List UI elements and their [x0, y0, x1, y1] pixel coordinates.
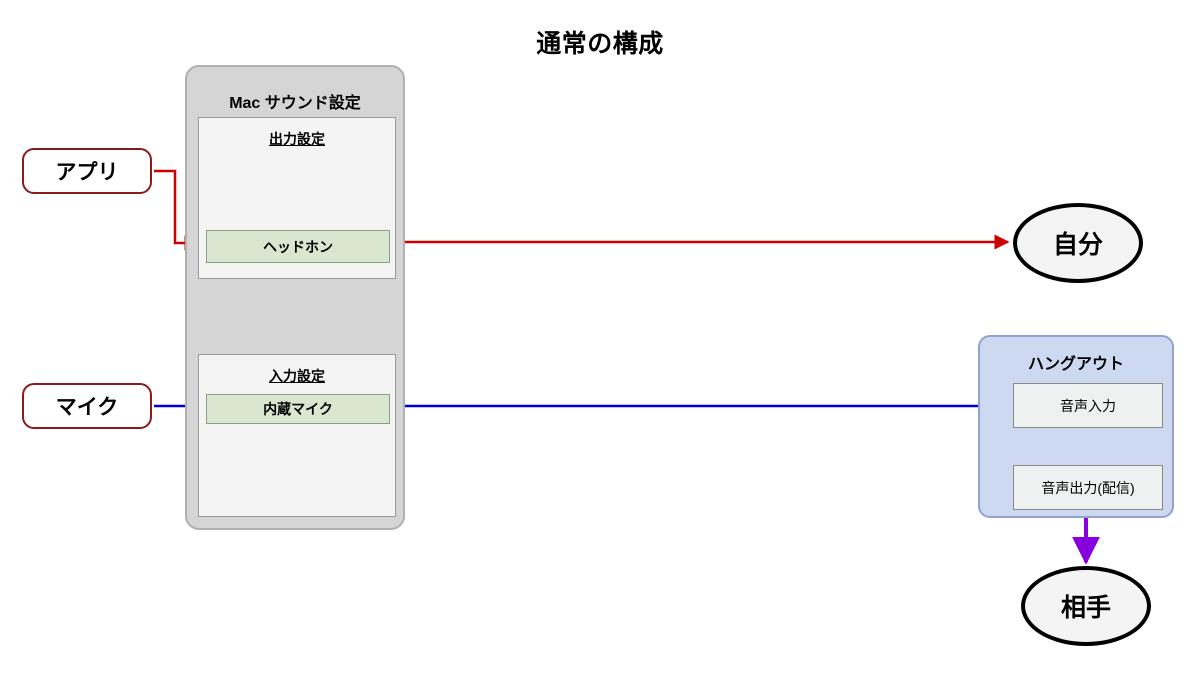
hangouts-audio-input-box[interactable]: 音声入力 [1013, 383, 1163, 428]
page-title: 通常の構成 [536, 30, 664, 58]
source-box-mic[interactable]: マイク [22, 383, 152, 429]
hangouts-title: ハングアウト [1027, 356, 1124, 373]
device-box-internal-mic[interactable]: 内蔵マイク [206, 394, 390, 424]
endpoint-peer: 相手 [1021, 566, 1151, 646]
mac-sound-settings-panel: Mac サウンド設定 出力設定 ヘッドホン 入力設定 内蔵マイク [185, 65, 405, 530]
output-settings-title: 出力設定 [269, 131, 325, 147]
hangouts-panel: ハングアウト 音声入力 音声出力(配信) [978, 335, 1174, 518]
mac-sound-settings-title: Mac サウンド設定 [229, 95, 361, 112]
input-settings-section: 入力設定 内蔵マイク [198, 354, 396, 517]
input-settings-title: 入力設定 [269, 368, 325, 384]
source-box-app[interactable]: アプリ [22, 148, 152, 194]
device-box-headphone[interactable]: ヘッドホン [206, 230, 390, 263]
endpoint-self: 自分 [1013, 203, 1143, 283]
output-settings-section: 出力設定 ヘッドホン [198, 117, 396, 279]
hangouts-audio-output-box[interactable]: 音声出力(配信) [1013, 465, 1163, 510]
